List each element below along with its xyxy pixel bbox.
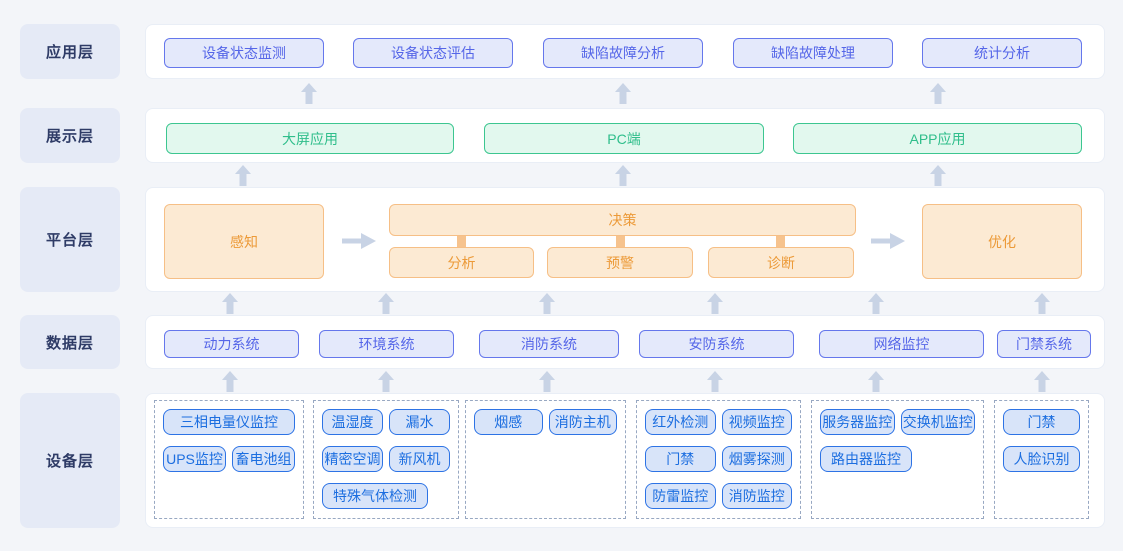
arrow-up-icon [1034, 293, 1050, 314]
decision-connector [616, 236, 625, 248]
device-group-security: 红外检测 视频监控 门禁 烟雾探测 防雷监控 消防监控 [636, 400, 801, 519]
device-btn-battery-pack: 畜电池组 [232, 446, 295, 472]
device-group-network: 服务器监控 交换机监控 路由器监控 [811, 400, 984, 519]
data-btn-access-system: 门禁系统 [997, 330, 1091, 358]
device-btn-face-recognition: 人脸识别 [1003, 446, 1080, 472]
arrow-right-icon [342, 233, 376, 249]
arrow-up-icon [301, 83, 317, 104]
device-group-power: 三相电量仪监控 UPS监控 畜电池组 [154, 400, 304, 519]
data-btn-security-system: 安防系统 [639, 330, 794, 358]
device-btn-server-monitoring: 服务器监控 [820, 409, 895, 435]
arrow-up-icon [930, 83, 946, 104]
arrow-up-icon [1034, 371, 1050, 392]
platform-box-perception: 感知 [164, 204, 324, 279]
device-btn-video-surveillance: 视频监控 [721, 409, 792, 435]
device-group-access: 门禁 人脸识别 [994, 400, 1089, 519]
device-btn-precision-ac: 精密空调 [322, 446, 383, 472]
platform-layer-row: 感知 决策 分析 预警 诊断 优化 [145, 187, 1105, 292]
app-btn-statistical-analysis: 统计分析 [922, 38, 1082, 68]
device-btn-special-gas-detection: 特殊气体检测 [322, 483, 428, 509]
arrow-up-icon [222, 293, 238, 314]
arrow-up-icon [378, 371, 394, 392]
application-layer-row: 设备状态监测 设备状态评估 缺陷故障分析 缺陷故障处理 统计分析 [145, 24, 1105, 79]
layer-label-platform: 平台层 [20, 187, 120, 292]
device-btn-smoke-detection: 烟雾探测 [721, 446, 792, 472]
app-btn-defect-fault-analysis: 缺陷故障分析 [543, 38, 703, 68]
device-btn-ups-monitoring: UPS监控 [163, 446, 226, 472]
device-layer-row: 三相电量仪监控 UPS监控 畜电池组 温湿度 漏水 精密空调 新风机 特殊气体检… [145, 393, 1105, 528]
presentation-layer-row: 大屏应用 PC端 APP应用 [145, 108, 1105, 163]
arrow-up-icon [222, 371, 238, 392]
device-btn-access-control: 门禁 [645, 446, 716, 472]
display-box-pc: PC端 [484, 123, 764, 154]
device-btn-switch-monitoring: 交换机监控 [900, 409, 975, 435]
device-group-environment: 温湿度 漏水 精密空调 新风机 特殊气体检测 [313, 400, 459, 519]
platform-box-analysis: 分析 [389, 247, 534, 278]
device-btn-router-monitoring: 路由器监控 [820, 446, 912, 472]
data-btn-environment-system: 环境系统 [319, 330, 454, 358]
layer-label-data: 数据层 [20, 315, 120, 369]
device-btn-water-leak: 漏水 [389, 409, 450, 435]
arrow-up-icon [868, 371, 884, 392]
device-btn-temperature-humidity: 温湿度 [322, 409, 383, 435]
arrow-right-icon [871, 233, 905, 249]
layer-label-device: 设备层 [20, 393, 120, 528]
arrow-up-icon [707, 293, 723, 314]
data-layer-row: 动力系统 环境系统 消防系统 安防系统 网络监控 门禁系统 [145, 315, 1105, 369]
arrow-up-icon [235, 165, 251, 186]
device-btn-door-access: 门禁 [1003, 409, 1080, 435]
device-btn-fresh-air: 新风机 [389, 446, 450, 472]
display-box-big-screen: 大屏应用 [166, 123, 454, 154]
platform-box-early-warning: 预警 [547, 247, 693, 278]
data-btn-power-system: 动力系统 [164, 330, 299, 358]
arrow-up-icon [378, 293, 394, 314]
app-btn-defect-fault-handling: 缺陷故障处理 [733, 38, 893, 68]
device-btn-fire-monitoring: 消防监控 [721, 483, 792, 509]
arrow-up-icon [868, 293, 884, 314]
app-btn-device-status-evaluation: 设备状态评估 [353, 38, 513, 68]
arrow-up-icon [707, 371, 723, 392]
platform-box-decision: 决策 [389, 204, 856, 236]
device-btn-three-phase-meter-monitoring: 三相电量仪监控 [163, 409, 295, 435]
device-btn-smoke-sensor: 烟感 [474, 409, 543, 435]
arrow-up-icon [930, 165, 946, 186]
decision-connector [776, 236, 785, 248]
arrow-up-icon [615, 83, 631, 104]
device-btn-lightning-monitoring: 防雷监控 [645, 483, 716, 509]
device-btn-fire-host: 消防主机 [548, 409, 617, 435]
layer-label-presentation: 展示层 [20, 108, 120, 163]
arrow-up-icon [539, 371, 555, 392]
arrow-up-icon [615, 165, 631, 186]
device-btn-infrared-detection: 红外检测 [645, 409, 716, 435]
app-btn-device-status-monitoring: 设备状态监测 [164, 38, 324, 68]
platform-box-optimization: 优化 [922, 204, 1082, 279]
display-box-app: APP应用 [793, 123, 1082, 154]
arrow-up-icon [539, 293, 555, 314]
device-group-fire: 烟感 消防主机 [465, 400, 626, 519]
decision-connector [457, 236, 466, 248]
platform-box-diagnosis: 诊断 [708, 247, 854, 278]
data-btn-fire-system: 消防系统 [479, 330, 619, 358]
data-btn-network-monitoring: 网络监控 [819, 330, 984, 358]
layer-label-application: 应用层 [20, 24, 120, 79]
